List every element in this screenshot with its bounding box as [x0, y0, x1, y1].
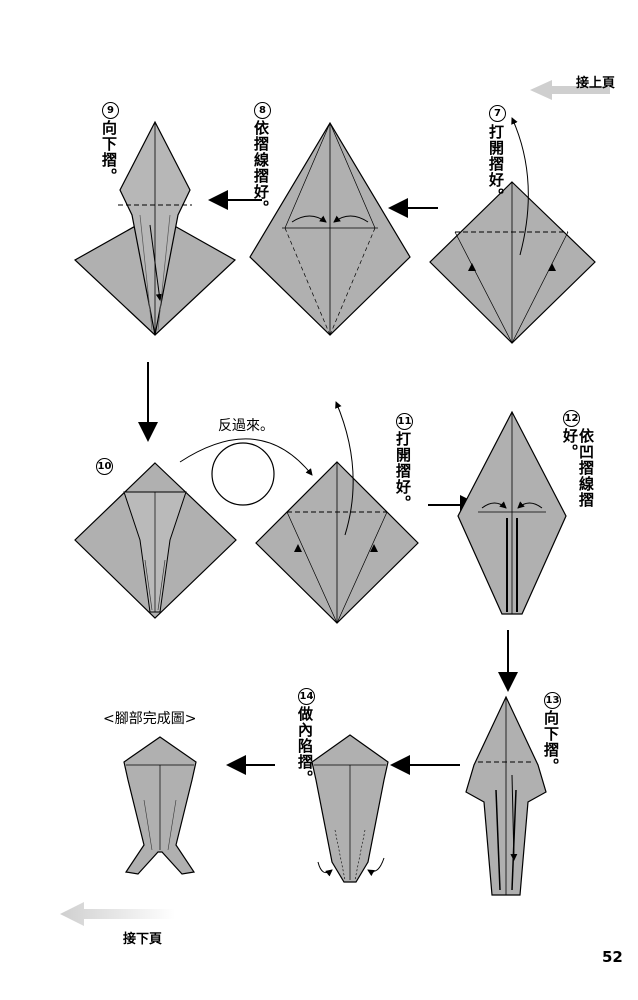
flip-indicator [179, 438, 313, 506]
final-leg-figure [123, 736, 197, 875]
step-7-number: 7 [489, 105, 506, 122]
step-13-text: 向下摺。 [542, 710, 560, 774]
step-10-number: 10 [96, 458, 113, 475]
final-label: <腳部完成圖> [103, 711, 197, 727]
step-8-number: 8 [254, 102, 271, 119]
step-9-figure [73, 120, 237, 336]
step-14-figure [311, 734, 389, 883]
next-page-label: 接下頁 [123, 932, 163, 947]
step-13-number: 13 [544, 692, 561, 709]
page-number: 52 [602, 948, 623, 966]
step-12-figure [457, 410, 567, 615]
prev-page-arrow [530, 80, 610, 100]
step-11-text: 打開摺好。 [394, 431, 412, 511]
step-14-text: 做內陷摺。 [296, 706, 314, 786]
step-7-text: 打開摺好。 [487, 124, 505, 204]
step-11-figure [255, 401, 419, 624]
prev-page-label: 接上頁 [576, 76, 616, 91]
step-7-figure [429, 117, 596, 344]
step-8-figure [249, 121, 411, 336]
step-14-number: 14 [298, 688, 315, 705]
step-11-number: 11 [396, 413, 413, 430]
step-12-text: 依凹摺線摺好。 [561, 428, 595, 508]
step-9-text: 向下摺。 [100, 120, 118, 184]
step-8-text: 依摺線摺好。 [252, 120, 270, 216]
flip-label: 反過來。 [218, 418, 274, 434]
step-9-number: 9 [102, 102, 119, 119]
step-10-figure [74, 462, 237, 619]
step-13-figure [465, 695, 547, 896]
step-12-number: 12 [563, 410, 580, 427]
next-page-arrow [60, 902, 175, 926]
